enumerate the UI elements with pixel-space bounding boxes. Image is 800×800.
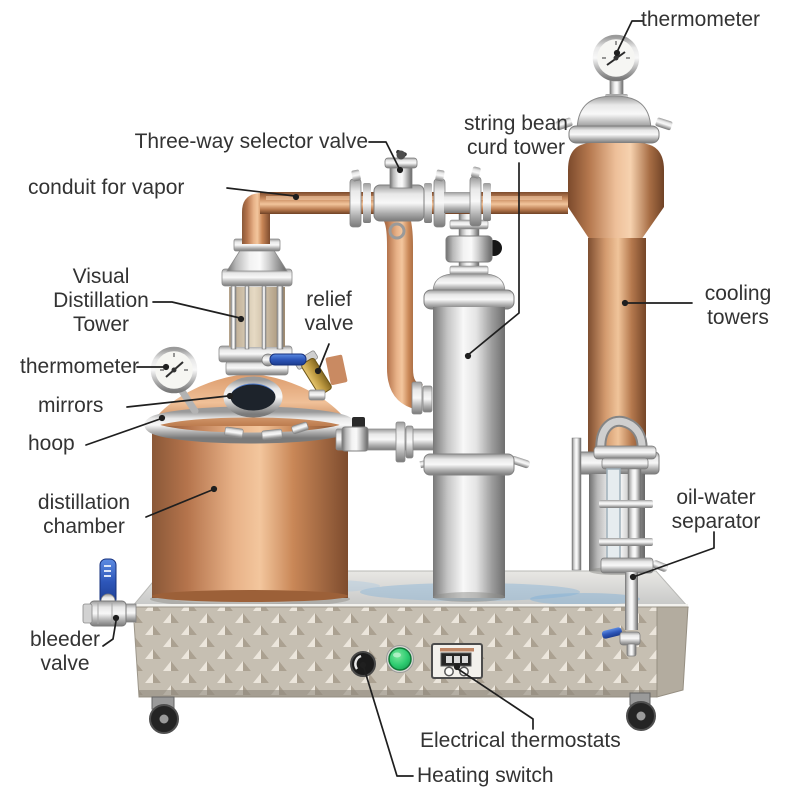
label-thermometer-left: thermometer — [20, 355, 140, 378]
three-way-selector-valve-graphic — [384, 149, 418, 189]
leader-oil-water-separator — [629, 531, 715, 581]
string-bean-curd-tower-graphic — [419, 209, 530, 602]
conduit-for-vapor-graphic — [242, 149, 568, 244]
label-distillation-chamber: distillation chamber — [37, 491, 131, 539]
label-three-way-selector-valve: Three-way selector valve — [134, 130, 368, 153]
oil-water-separator-graphic — [571, 415, 669, 657]
electrical-thermostat-panel — [431, 643, 483, 679]
green-power-button — [386, 645, 414, 673]
label-visual-distillation-tower: Visual Distillation Tower — [53, 265, 149, 337]
pot-outlet-pipe — [335, 417, 437, 463]
pot-thermometer-gauge — [150, 346, 199, 415]
caster-wheels — [149, 692, 656, 734]
leader-hoop — [85, 414, 166, 446]
leader-thermometer-top — [613, 20, 644, 57]
leader-lines — [85, 20, 715, 777]
downcomer-pipe — [374, 189, 433, 415]
leader-relief-valve — [314, 343, 330, 375]
leader-electrical-thermostats — [453, 663, 534, 730]
label-hoop: hoop — [28, 432, 75, 455]
label-conduit-for-vapor: conduit for vapor — [28, 176, 185, 199]
label-thermometer-top: thermometer — [641, 8, 761, 31]
label-string-bean-curd-tower: string bean curd tower — [464, 112, 568, 160]
label-electrical-thermostats: Electrical thermostats — [420, 729, 621, 752]
sight-glass-mirror — [223, 376, 283, 418]
cooling-thermometer-gauge — [592, 34, 640, 106]
label-oil-water-separator: oil-water separator — [671, 486, 761, 534]
leader-mirrors — [126, 392, 234, 408]
leader-visual-distillation-tower — [152, 301, 245, 323]
control-panel — [350, 643, 483, 679]
leader-distillation-chamber — [145, 485, 218, 518]
distillation-chamber-graphic — [144, 346, 437, 602]
label-heating-switch: Heating switch — [417, 764, 554, 787]
label-bleeder-valve: bleeder valve — [29, 628, 101, 676]
label-cooling-towers: cooling towers — [704, 282, 772, 330]
leader-cooling-towers — [621, 299, 693, 307]
leader-heating-switch — [359, 661, 414, 777]
label-mirrors: mirrors — [38, 394, 104, 417]
leader-bleeder-valve — [102, 614, 120, 647]
leader-thermometer-left — [136, 363, 170, 371]
leader-conduit-for-vapor — [226, 187, 300, 201]
bleeder-valve-graphic — [82, 558, 137, 627]
label-relief-valve: relief valve — [304, 288, 354, 336]
tower-ball-valve-handle — [261, 353, 307, 367]
leader-string-bean-curd-tower — [464, 162, 520, 360]
leader-three-way-selector-valve — [368, 141, 404, 174]
